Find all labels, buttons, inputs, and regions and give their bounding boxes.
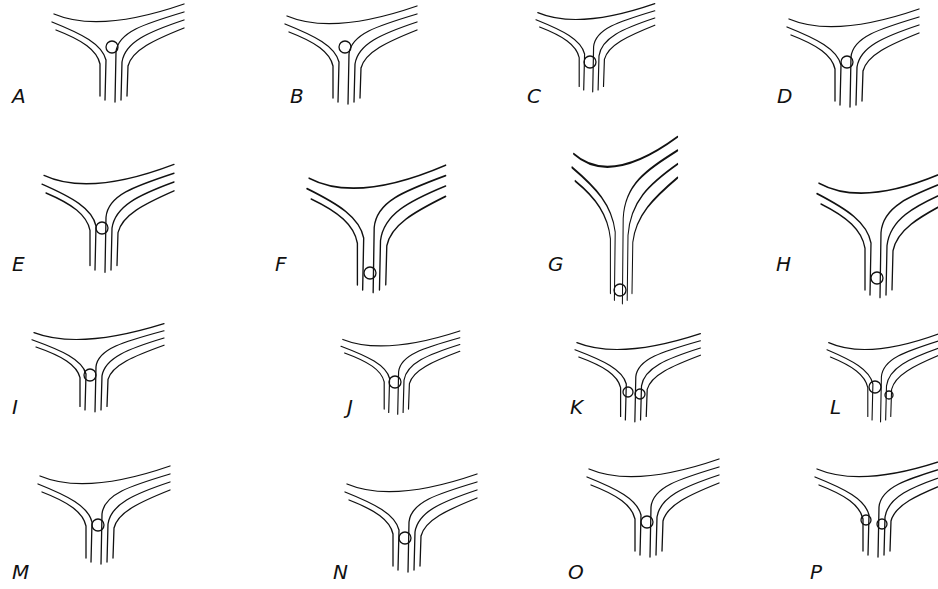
figure-letter: J (347, 397, 353, 417)
figure-letter: L (830, 397, 841, 417)
figure-letter: I (12, 397, 18, 417)
figure-letter: P (810, 562, 822, 582)
figure-letter: K (570, 397, 583, 417)
figure-letter: C (527, 86, 541, 106)
figure-letter: B (290, 86, 304, 106)
figure-letter: E (12, 254, 25, 274)
figure-letter: A (12, 86, 26, 106)
figure-letter: D (777, 86, 792, 106)
figure-letter: M (12, 562, 29, 582)
figure-letter: F (275, 254, 287, 274)
sketch (32, 4, 938, 572)
figure-letter: O (568, 562, 584, 582)
figure-letter: H (776, 254, 791, 274)
figure-letter: N (333, 562, 348, 582)
figure-letter: G (548, 254, 564, 274)
